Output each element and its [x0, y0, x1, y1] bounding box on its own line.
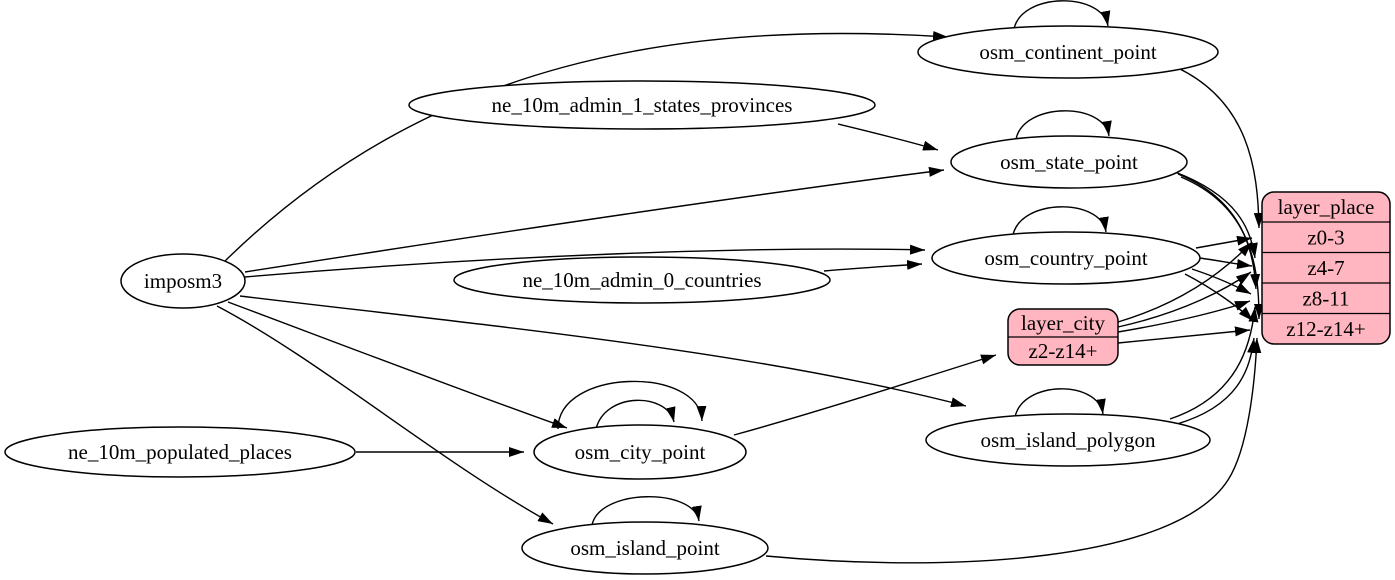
- node-osm_city_point-shape: [533, 424, 747, 480]
- self-loop-osm_country_point: [1012, 206, 1109, 236]
- record-layer_place-row-1: z4-7: [1307, 256, 1344, 280]
- node-osm_state_point-label: osm_state_point: [1000, 150, 1138, 174]
- self-loop-osm_city_point: [557, 380, 707, 430]
- edge-osm_state_point--layer_place-z4-7: [1174, 171, 1258, 259]
- edge-osm_city_point--layer_city-z2-z14+: [733, 354, 997, 436]
- edge-osm_island_point--layer_place-z12-z14+: [765, 337, 1262, 564]
- edge-imposm3--osm_continent_point: [223, 31, 949, 263]
- record-layer_city-title: layer_city: [1021, 311, 1105, 335]
- node-osm_country_point-label: osm_country_point: [984, 246, 1147, 270]
- node-imposm3-shape: [120, 253, 246, 309]
- self-loop-osm_island_point: [591, 496, 702, 526]
- node-osm_continent_point-label: osm_continent_point: [979, 40, 1156, 64]
- edge-osm_state_point--layer_place-z8-11: [1177, 173, 1261, 290]
- node-ne_10m_admin_0_countries-shape: [453, 256, 831, 304]
- edge-osm_country_point--layer_place-z0-3: [1195, 235, 1253, 249]
- edge-imposm3--osm_state_point: [244, 166, 945, 273]
- edge-osm_country_point--layer_place-z4-7: [1199, 257, 1253, 269]
- edge-layer_city-z2-z14+--layer_place-z8-11: [1117, 300, 1251, 333]
- node-ne_10m_admin_1_states_provinces-label: ne_10m_admin_1_states_provinces: [492, 93, 793, 117]
- edge-osm_island_polygon--layer_place-z8-11: [1169, 306, 1259, 420]
- node-osm_state_point-shape: [950, 135, 1188, 189]
- node-osm_island_point: osm_island_point: [521, 521, 769, 575]
- node-ne_10m_admin_0_countries-label: ne_10m_admin_0_countries: [522, 268, 761, 292]
- edge-osm_country_point--layer_place-z12-z14+: [1184, 273, 1254, 322]
- node-ne_10m_admin_0_countries: ne_10m_admin_0_countries: [453, 256, 831, 304]
- node-osm_country_point-shape: [931, 231, 1201, 285]
- node-osm_continent_point-shape: [917, 25, 1219, 79]
- record-layer_place-row-3: z12-z14+: [1286, 317, 1365, 341]
- edge-ne_10m_admin_0_countries--osm_country_point: [823, 259, 923, 272]
- record-layer_place: layer_place z0-3 z4-7 z8-11 z12-z14+: [1261, 191, 1391, 345]
- edge-imposm3--osm_country_point: [244, 244, 926, 278]
- edge-osm_country_point--layer_place-z8-11: [1191, 268, 1252, 295]
- node-osm_state_point: osm_state_point: [950, 135, 1188, 189]
- edge-osm_state_point--layer_place-z12-z14+: [1180, 176, 1264, 320]
- edge-layer_city-z2-z14+--layer_place-z0-3: [1117, 241, 1253, 323]
- node-ne_10m_admin_1_states_provinces-shape: [408, 80, 876, 130]
- node-osm_city_point-label: osm_city_point: [575, 440, 706, 464]
- self-loop-osm_state_point: [1015, 110, 1112, 140]
- edge-imposm3--osm_island_polygon: [239, 295, 967, 408]
- node-osm_island_polygon-shape: [925, 413, 1211, 467]
- node-osm_continent_point: osm_continent_point: [917, 25, 1219, 79]
- node-osm_island_point-shape: [521, 521, 769, 575]
- node-osm_island_point-label: osm_island_point: [570, 536, 720, 560]
- node-ne_10m_populated_places-label: ne_10m_populated_places: [68, 440, 292, 464]
- node-imposm3: imposm3: [120, 253, 246, 309]
- self-loop-osm_continent_point: [1013, 0, 1111, 30]
- record-layer_city: layer_city z2-z14+: [1007, 308, 1119, 366]
- node-osm_island_polygon-label: osm_island_polygon: [980, 428, 1156, 452]
- node-osm_city_point: osm_city_point: [533, 424, 747, 480]
- edge-imposm3--osm_island_point: [216, 305, 554, 525]
- record-layer_place-title: layer_place: [1278, 195, 1375, 219]
- record-layer_place-row-2: z8-11: [1302, 286, 1349, 310]
- self-loop-osm_city_point: [595, 399, 676, 430]
- record-layer_place-row-0: z0-3: [1307, 225, 1344, 249]
- node-osm_country_point: osm_country_point: [931, 231, 1201, 285]
- self-loop-osm_island_polygon: [1014, 388, 1106, 418]
- edge-ne_10m_admin_1_states_provinces--osm_state_point: [837, 123, 939, 151]
- node-osm_island_polygon: osm_island_polygon: [925, 413, 1211, 467]
- record-layer_place-shape: [1261, 191, 1391, 345]
- edge-layer_city-z2-z14+--layer_place-z12-z14+: [1117, 326, 1251, 344]
- edge-imposm3--osm_city_point: [227, 301, 568, 429]
- edge-layer_city-z2-z14+--layer_place-z4-7: [1117, 271, 1252, 328]
- node-ne_10m_admin_1_states_provinces: ne_10m_admin_1_states_provinces: [408, 80, 876, 130]
- node-ne_10m_populated_places-shape: [4, 426, 356, 478]
- record-layer_city-row-0: z2-z14+: [1029, 339, 1098, 363]
- edge-osm_continent_point--layer_place-z0-3: [1177, 67, 1264, 229]
- node-ne_10m_populated_places: ne_10m_populated_places: [4, 426, 356, 478]
- node-imposm3-label: imposm3: [144, 269, 222, 293]
